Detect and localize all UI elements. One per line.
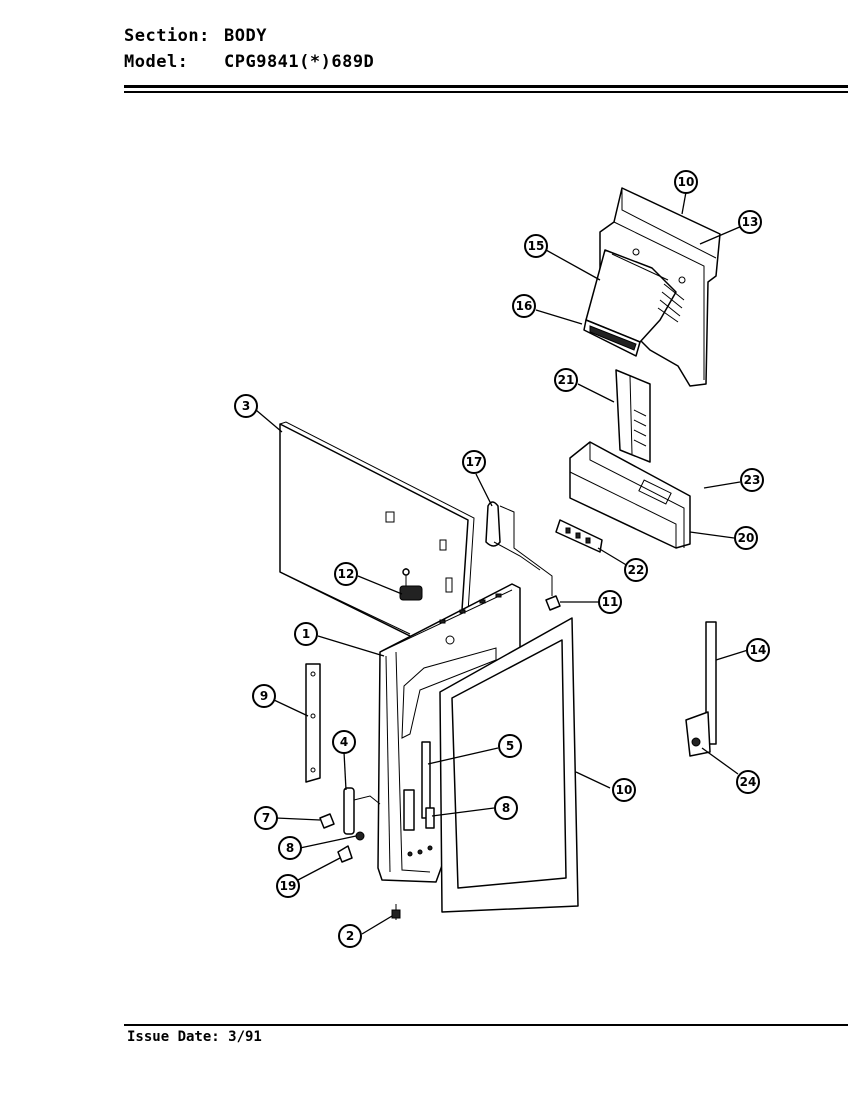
- svg-text:20: 20: [738, 531, 755, 545]
- callout-14: 14: [746, 638, 770, 662]
- svg-text:4: 4: [340, 735, 348, 749]
- clip-part: [545, 595, 561, 611]
- svg-text:7: 7: [262, 811, 270, 825]
- callout-10-door: 10: [612, 778, 636, 802]
- vent-bracket-part: [615, 369, 651, 463]
- door-strip-part: [305, 663, 321, 783]
- issue-date: Issue Date: 3/91: [127, 1029, 262, 1045]
- callout-5: 5: [498, 734, 522, 758]
- screw-part: [391, 904, 401, 920]
- callout-8-right: 8: [494, 796, 518, 820]
- callout-24: 24: [736, 770, 760, 794]
- svg-text:15: 15: [528, 239, 545, 253]
- svg-text:9: 9: [260, 689, 268, 703]
- spring-part: [399, 568, 423, 601]
- side-panel-part: [279, 421, 475, 641]
- svg-text:22: 22: [628, 563, 645, 577]
- callout-12: 12: [334, 562, 358, 586]
- callout-20: 20: [734, 526, 758, 550]
- callout-1: 1: [294, 622, 318, 646]
- callout-9: 9: [252, 684, 276, 708]
- header-rule-thin: [124, 91, 848, 93]
- svg-text:13: 13: [742, 215, 759, 229]
- connector-strip-part: [555, 519, 603, 553]
- svg-text:2: 2: [346, 929, 354, 943]
- section-heading: Section: BODY: [124, 26, 267, 46]
- svg-text:5: 5: [506, 739, 514, 753]
- callout-16: 16: [512, 294, 536, 318]
- callout-17: 17: [462, 450, 486, 474]
- rod-part: [685, 621, 717, 757]
- callout-19: 19: [276, 874, 300, 898]
- svg-text:16: 16: [516, 299, 533, 313]
- svg-text:21: 21: [558, 373, 575, 387]
- svg-text:11: 11: [602, 595, 619, 609]
- callout-21: 21: [554, 368, 578, 392]
- model-heading: Model: CPG9841(*)689D: [124, 52, 374, 72]
- section-label: Section:: [124, 26, 210, 46]
- header-rule: [124, 85, 848, 88]
- svg-text:19: 19: [280, 879, 297, 893]
- callout-23: 23: [740, 468, 764, 492]
- svg-text:24: 24: [740, 775, 757, 789]
- callout-22: 22: [624, 558, 648, 582]
- callout-11: 11: [598, 590, 622, 614]
- callout-3: 3: [234, 394, 258, 418]
- callout-10-vent: 10: [674, 170, 698, 194]
- svg-text:23: 23: [744, 473, 761, 487]
- svg-text:14: 14: [750, 643, 767, 657]
- duct-box-part: [569, 441, 691, 549]
- igniter-part: [485, 501, 553, 596]
- callout-7: 7: [254, 806, 278, 830]
- vent-assembly-part: [583, 187, 721, 387]
- section-value: BODY: [224, 26, 267, 46]
- fastener-parts: [319, 813, 365, 863]
- callout-13: 13: [738, 210, 762, 234]
- callout-4: 4: [332, 730, 356, 754]
- svg-text:12: 12: [338, 567, 355, 581]
- svg-text:10: 10: [616, 783, 633, 797]
- svg-text:8: 8: [286, 841, 294, 855]
- door-hinge-parts: [403, 741, 435, 831]
- model-value: CPG9841(*)689D: [224, 52, 375, 72]
- svg-text:10: 10: [678, 175, 695, 189]
- callout-8-left: 8: [278, 836, 302, 860]
- door-latch-part: [343, 787, 381, 835]
- footer-rule: [124, 1024, 848, 1026]
- callout-15: 15: [524, 234, 548, 258]
- svg-text:1: 1: [302, 627, 310, 641]
- svg-text:17: 17: [466, 455, 483, 469]
- leader-lines: [255, 191, 749, 935]
- door-glass-part: [439, 617, 579, 913]
- model-label: Model:: [124, 52, 189, 72]
- svg-text:8: 8: [502, 801, 510, 815]
- svg-text:3: 3: [242, 399, 250, 413]
- callout-2: 2: [338, 924, 362, 948]
